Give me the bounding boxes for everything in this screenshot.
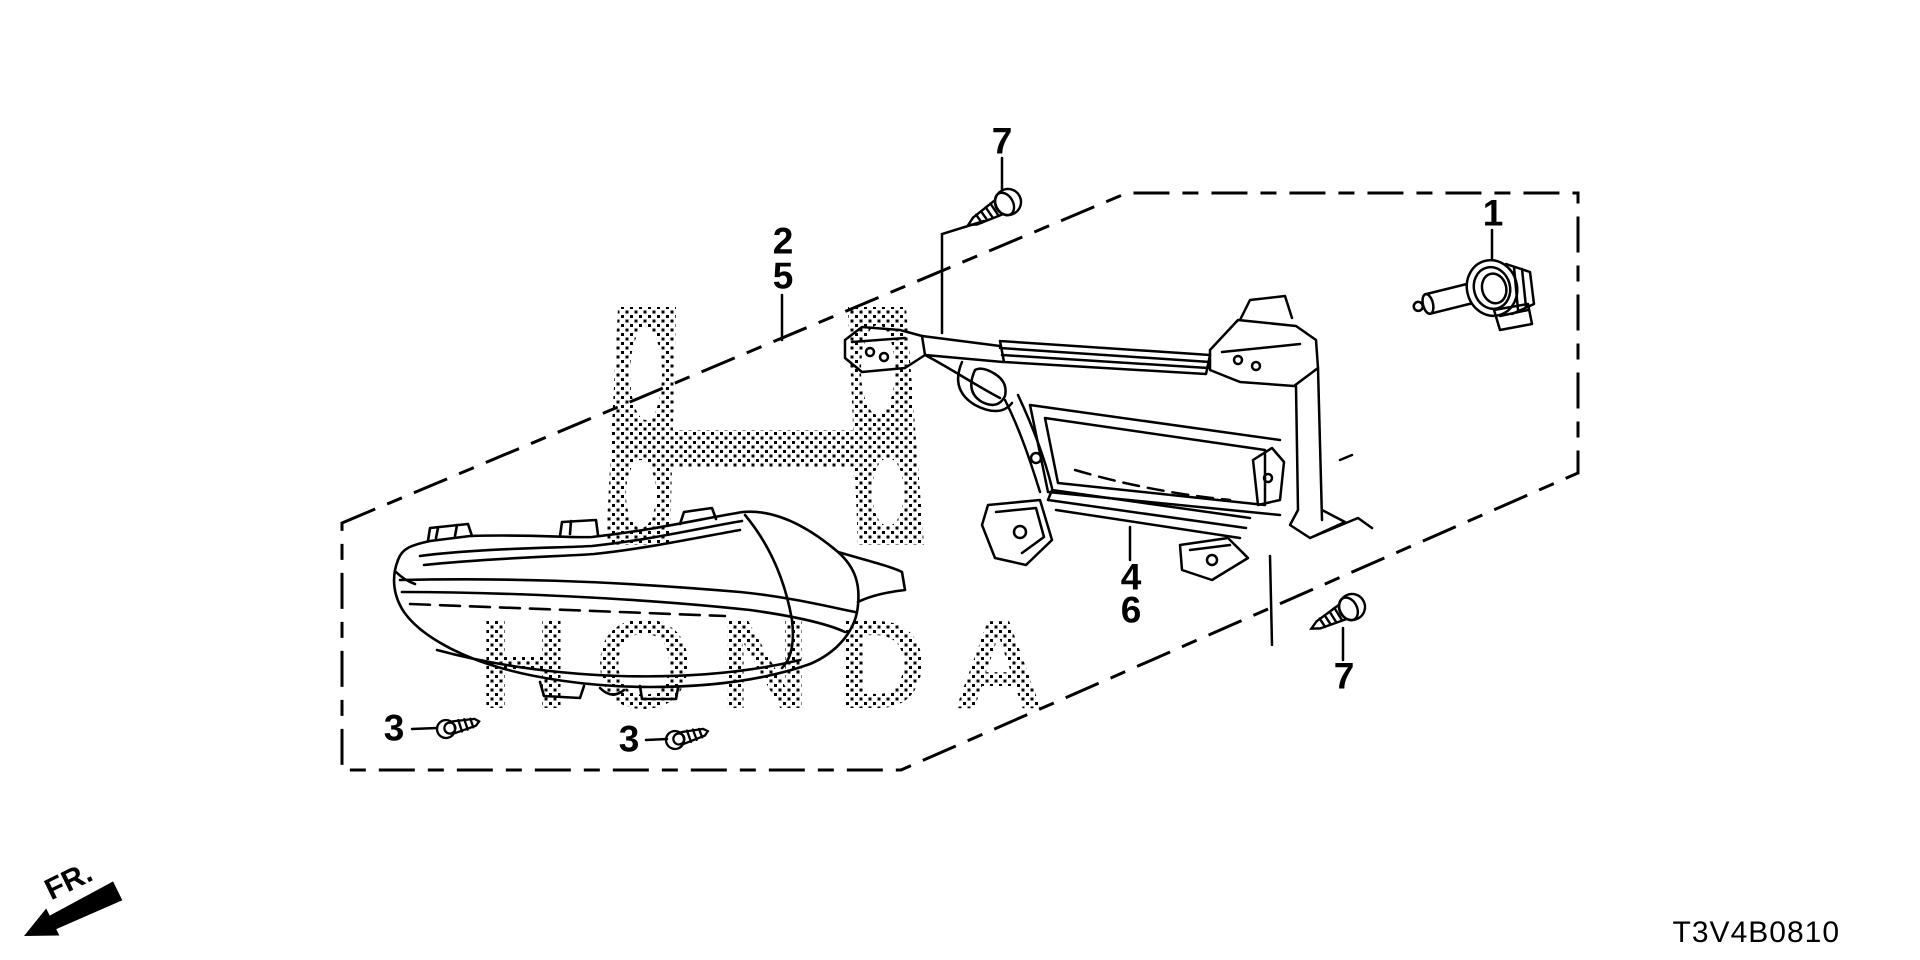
- fog-light-bracket-drawing: [843, 294, 1374, 582]
- honda-watermark: HONDA: [478, 307, 1070, 735]
- bracket-lower-left-tab-hole: [1012, 524, 1028, 540]
- bracket-small-flag-hole: [1262, 472, 1274, 484]
- bulb-flange-mid: [1472, 265, 1512, 311]
- h-logo-crossbar: [672, 430, 860, 468]
- bracket-right-flag: [1238, 294, 1294, 322]
- bulb-connector: [1492, 302, 1534, 332]
- fog-light-bottom-tab-1: [538, 680, 586, 700]
- tapping-screw-bottom-drawing: [1309, 592, 1367, 630]
- fog-light-lens-dashed-line: [408, 602, 727, 618]
- leader-screw-left: [410, 726, 439, 731]
- bracket-right-post: [1294, 366, 1354, 522]
- fog-light-left-tip-detail: [394, 570, 417, 586]
- bracket-left-arm-hole-1: [864, 346, 876, 358]
- callout-part-7-top[interactable]: 7: [991, 120, 1013, 162]
- bracket-upright-hook: [956, 360, 1014, 413]
- fog-light-bottom-clip: [598, 686, 626, 696]
- callout-part-2-unit[interactable]: 2: [772, 220, 794, 262]
- callout-part-7-bottom[interactable]: 7: [1333, 655, 1355, 697]
- fog-light-bulb-drawing: [1412, 258, 1536, 332]
- bracket-lower-right-foot: [1178, 536, 1250, 582]
- front-direction-indicator: FR.: [24, 856, 123, 936]
- front-direction-arrow-icon: [24, 881, 123, 936]
- callout-part-6-bracket[interactable]: 6: [1120, 589, 1142, 631]
- assembly-boundary-dashed-box: [340, 191, 1580, 772]
- tapping-screw-top-drawing: [965, 187, 1023, 227]
- leader-screw-right: [644, 737, 669, 742]
- bracket-lower-right-foot-hole: [1205, 553, 1219, 567]
- fog-light-body-crease-2: [400, 590, 847, 634]
- fog-light-right-swoosh: [743, 513, 795, 670]
- screw-3-left-drawing: [435, 717, 481, 740]
- fog-light-tab-right: [678, 506, 718, 526]
- bracket-left-arm-link: [920, 334, 1005, 400]
- honda-watermark-text: HONDA: [478, 594, 1070, 735]
- fog-light-body-crease-1: [398, 578, 857, 614]
- bracket-bottom-bar: [1046, 488, 1252, 540]
- callout-part-5-unit[interactable]: 5: [772, 255, 794, 297]
- bulb-glass-tube: [1412, 282, 1473, 315]
- bracket-small-flag: [1251, 446, 1286, 507]
- callout-part-4-bracket[interactable]: 4: [1120, 556, 1142, 598]
- callout-part-3-left[interactable]: 3: [383, 707, 405, 749]
- fog-light-tab-mid: [558, 518, 600, 538]
- bracket-window-inner: [1043, 416, 1267, 507]
- bracket-lower-left-tab: [980, 498, 1054, 567]
- fog-light-bottom-tab-2: [638, 684, 680, 701]
- leader-screw-bottom-mount: [1268, 554, 1274, 647]
- leader-screw-top-bent: [940, 219, 986, 335]
- fog-light-lens-bottom: [435, 648, 802, 678]
- callout-part-3-right[interactable]: 3: [618, 718, 640, 760]
- fog-light-unit-drawing: [392, 506, 907, 701]
- bracket-right-plate-hole-1: [1232, 354, 1244, 366]
- fog-light-outline: [392, 510, 860, 689]
- bracket-right-plate-hole-2: [1250, 360, 1262, 372]
- bulb-flange-outer: [1465, 258, 1519, 318]
- callout-part-1-bulb[interactable]: 1: [1482, 192, 1504, 234]
- bracket-top-bar: [998, 339, 1212, 376]
- fog-light-tab-left: [426, 522, 474, 543]
- bulb-body: [1504, 262, 1536, 316]
- bracket-upright-hole: [1029, 451, 1043, 465]
- screw-3-right-drawing: [664, 727, 710, 751]
- bracket-left-upright: [1003, 393, 1054, 494]
- fog-light-rear-step: [836, 550, 907, 604]
- bracket-left-arm-hole-2: [878, 351, 890, 363]
- fog-light-top-flange: [418, 519, 744, 567]
- bracket-right-plate: [1208, 318, 1320, 388]
- diagram-code: T3V4B0810: [1672, 916, 1840, 949]
- bulb-flange-inner: [1480, 272, 1508, 305]
- bracket-right-foot: [1288, 508, 1374, 540]
- bracket-bottom-dashed-arc: [1073, 468, 1232, 502]
